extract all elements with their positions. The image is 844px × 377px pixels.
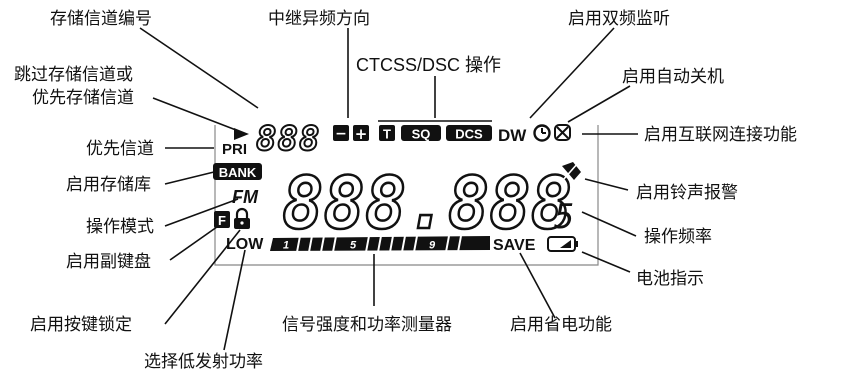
lcd-pri: PRI xyxy=(222,141,247,158)
lcd-save: SAVE xyxy=(493,237,536,254)
internet-icon xyxy=(554,124,571,141)
ringer-bell-icon xyxy=(562,162,581,181)
tone-dcs-glyph: DCS xyxy=(455,127,483,142)
tone-sq-icon xyxy=(401,125,441,141)
label-low-power-select: 选择低发射功率 xyxy=(144,352,263,372)
leader-dual-watch xyxy=(529,27,615,119)
bank-glyph: BANK xyxy=(219,165,257,180)
lcd-frequency-small-digit: 5 xyxy=(554,197,574,237)
tone-sq-glyph: SQ xyxy=(412,127,431,142)
label-dual-watch-enable: 启用双频监听 xyxy=(568,9,670,29)
leader-bank xyxy=(164,171,215,185)
label-repeater-shift-direction: 中继异频方向 xyxy=(268,9,370,29)
auto-power-off-icon xyxy=(533,124,551,142)
label-auto-power-off-enable: 启用自动关机 xyxy=(622,67,724,87)
meter-tick-5: 5 xyxy=(350,240,357,252)
label-skip-or-priority-line1: 跳过存储信道或 xyxy=(14,65,133,85)
label-operating-mode: 操作模式 xyxy=(86,217,154,237)
leader-ringer xyxy=(584,178,629,191)
label-skip-or-priority-line2: 优先存储信道 xyxy=(32,88,134,108)
leader-mode xyxy=(164,198,239,227)
label-key-lock-enable: 启用按键锁定 xyxy=(30,315,132,335)
battery-icon xyxy=(547,236,578,252)
label-internet-connect-enable: 启用互联网连接功能 xyxy=(644,125,797,145)
lcd-mode: FM xyxy=(232,187,259,207)
skip-triangle-icon xyxy=(234,128,249,140)
leader-lines xyxy=(139,27,638,351)
lock-icon xyxy=(234,207,250,229)
lcd-channel-digits: 888 xyxy=(256,119,320,159)
label-memory-bank-enable: 启用存储库 xyxy=(66,175,151,195)
f-key-icon xyxy=(214,211,230,228)
leader-frequency xyxy=(581,211,637,237)
label-ringer-alarm-enable: 启用铃声报警 xyxy=(636,183,738,203)
leader-memory-channel xyxy=(139,27,259,109)
tone-t-glyph: T xyxy=(383,127,391,142)
signal-power-meter: 1 5 9 xyxy=(270,235,490,253)
tone-dcs-icon xyxy=(446,125,492,141)
lcd-low: LOW xyxy=(226,236,264,253)
f-key-glyph: F xyxy=(218,213,226,228)
label-memory-channel-number: 存储信道编号 xyxy=(50,9,152,29)
meter-tick-1: 1 xyxy=(283,240,289,252)
shift-minus-icon xyxy=(333,125,349,141)
label-ctcss-dsc-operation: CTCSS/DSC 操作 xyxy=(356,55,501,75)
leader-low-power xyxy=(223,249,246,351)
label-operating-frequency: 操作频率 xyxy=(644,227,712,247)
tone-t-icon xyxy=(379,125,395,141)
lcd-frame xyxy=(214,125,599,266)
leader-auto-power-off xyxy=(567,85,631,123)
lcd-frequency-digits: 888.888 xyxy=(282,161,572,245)
label-sub-keypad-enable: 启用副键盘 xyxy=(66,252,151,272)
label-battery-indicator: 电池指示 xyxy=(636,269,704,289)
leader-save xyxy=(519,252,556,319)
lcd-dw: DW xyxy=(498,126,527,145)
leader-battery xyxy=(581,251,631,273)
shift-plus-icon xyxy=(353,125,369,141)
shift-plus-glyph: + xyxy=(355,125,368,143)
leader-skip-priority xyxy=(152,97,237,131)
label-power-save-enable: 启用省电功能 xyxy=(510,315,612,335)
shift-minus-glyph: − xyxy=(335,126,347,142)
meter-tick-9: 9 xyxy=(429,240,436,252)
label-signal-power-meter: 信号强度和功率测量器 xyxy=(282,315,452,335)
leader-sub-keypad xyxy=(169,221,225,261)
bank-badge xyxy=(213,163,262,180)
label-priority-channel: 优先信道 xyxy=(86,139,154,159)
leader-key-lock xyxy=(164,229,241,325)
